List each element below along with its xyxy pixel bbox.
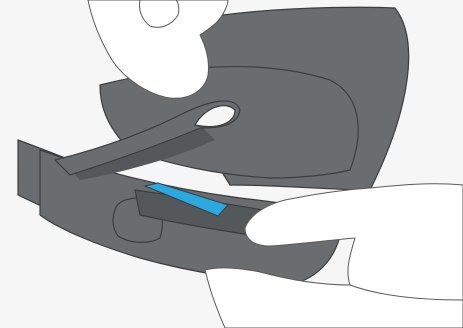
strap-illustration [0,0,463,328]
illustration-canvas [0,0,463,328]
